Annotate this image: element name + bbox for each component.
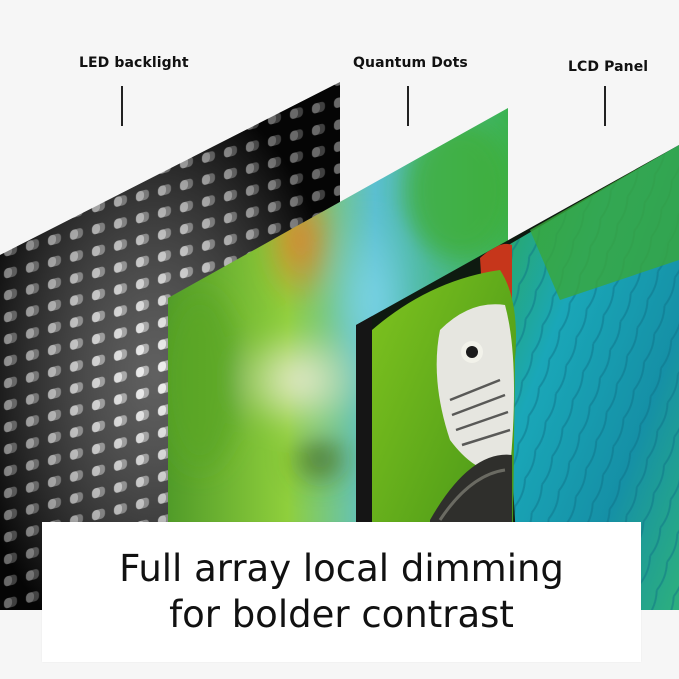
caption-line-1: Full array local dimming — [119, 547, 564, 590]
label-lcd-panel: LCD Panel — [568, 59, 649, 75]
label-led-backlight: LED backlight — [79, 55, 189, 71]
lcd-panel-pointer — [604, 86, 606, 126]
led-backlight-pointer — [121, 86, 123, 126]
caption-line-2: for bolder contrast — [169, 593, 514, 636]
label-quantum-dots: Quantum Dots — [353, 55, 468, 71]
quantum-dots-pointer — [407, 86, 409, 126]
caption-box: Full array local dimming for bolder cont… — [42, 522, 641, 662]
